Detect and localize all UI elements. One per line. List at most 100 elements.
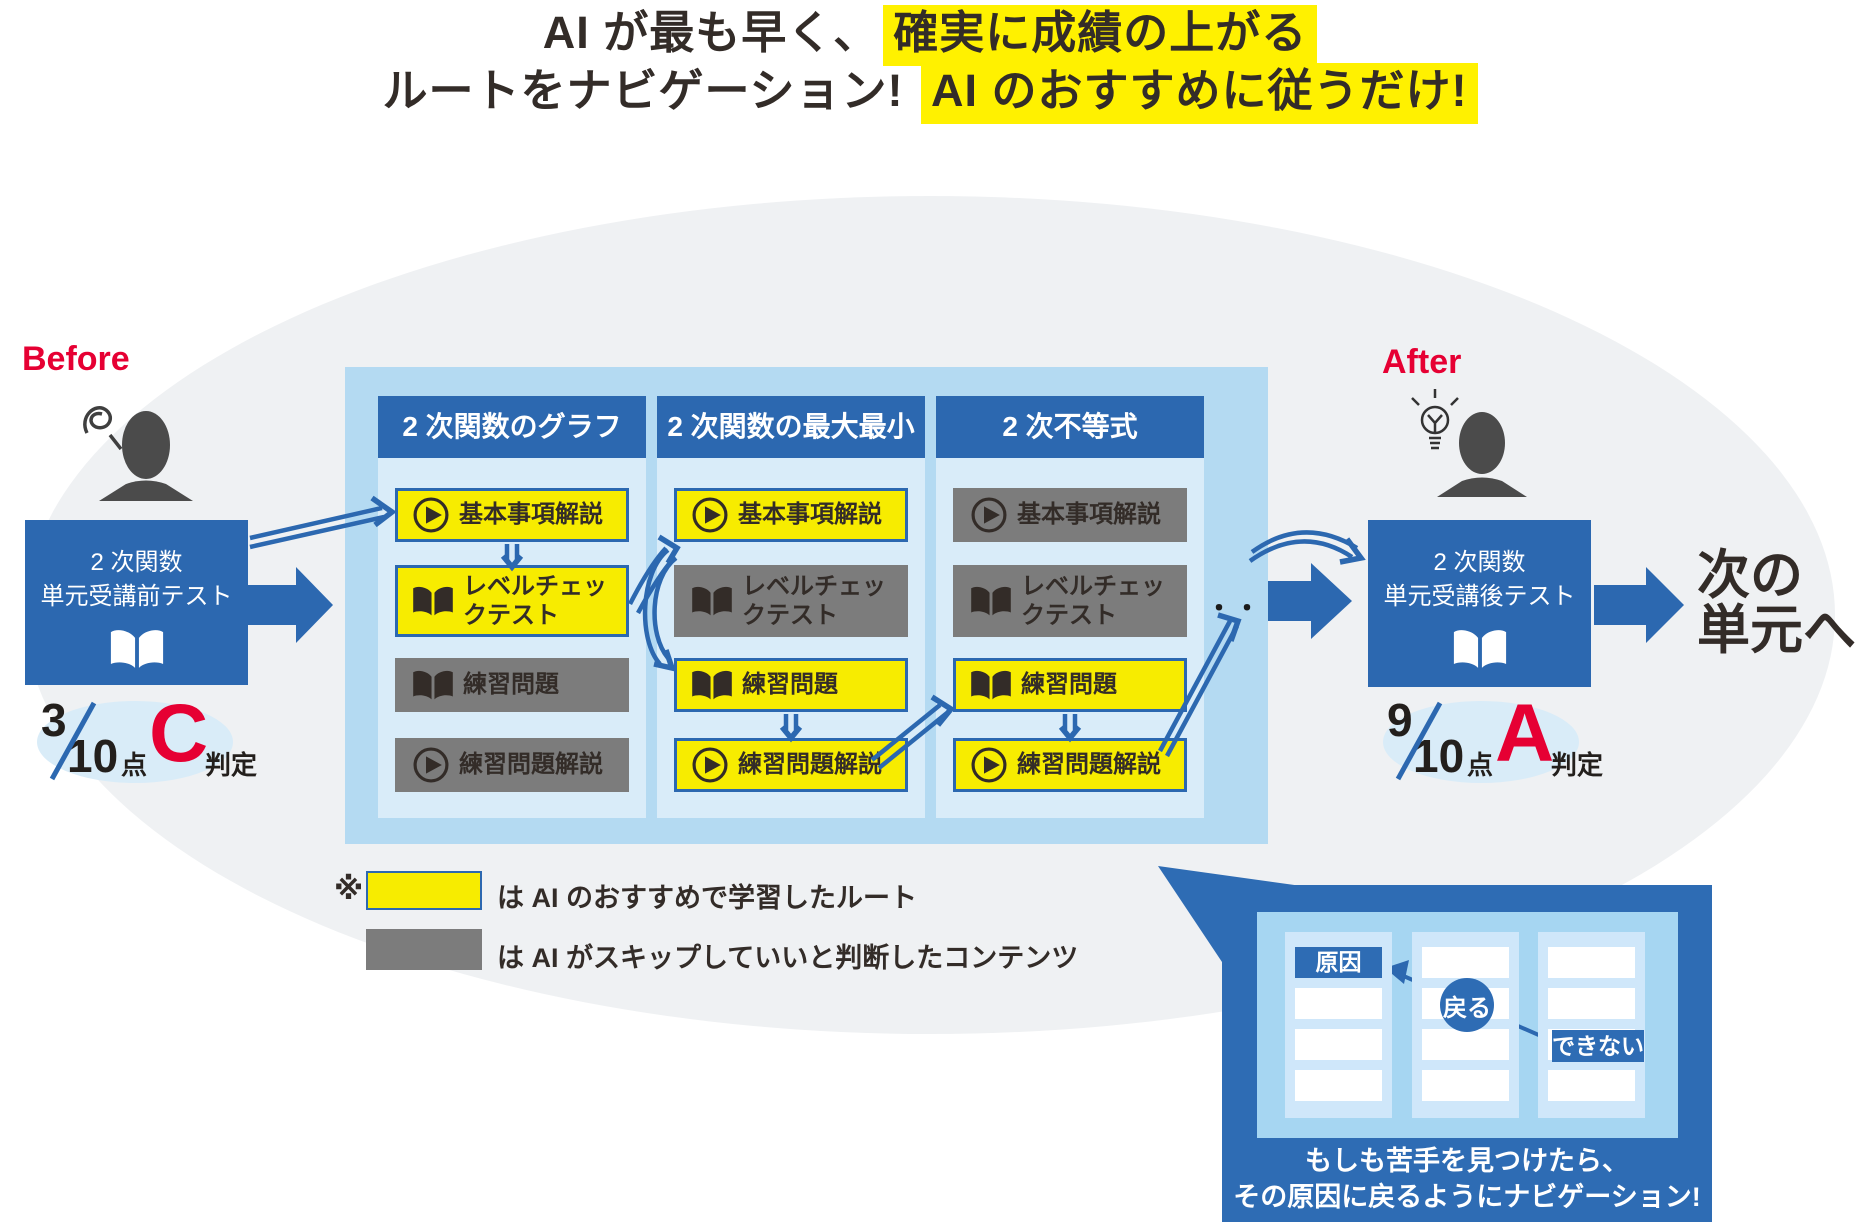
play-icon [969, 495, 1009, 535]
play-icon [969, 745, 1009, 785]
mini-row [1548, 947, 1635, 978]
content-item-label: 練習問題解説 [459, 751, 603, 779]
after-test-line2: 単元受講後テスト [1383, 583, 1576, 610]
content-item: 基本事項解説 [674, 488, 908, 542]
play-icon [411, 495, 451, 535]
after-grade-label: 判定 [1551, 750, 1604, 780]
next-unit-text: 次の 単元へ [1697, 548, 1856, 658]
before-score-bubble: 3 10 点 C 判定 [37, 688, 257, 783]
person-head [122, 411, 170, 479]
legend-skipped-label: は AI がスキップしていいと判断したコンテンツ [497, 943, 1079, 973]
confusion-scribble-icon [83, 406, 112, 434]
ellipsis-dots: ・・・ [1206, 593, 1291, 623]
before-test-line1: 2 次関数 [90, 549, 183, 576]
content-item: 練習問題 [395, 658, 629, 712]
title-line-2: ルートをナビゲーション! AI のおすすめに従うだけ! [0, 62, 1860, 124]
cause-box: 原因 [1295, 947, 1382, 978]
before-grade-label: 判定 [205, 750, 258, 780]
legend-recommended-swatch [366, 871, 482, 910]
book-icon [969, 669, 1013, 702]
unit-column-1-header: 2 次関数のグラフ [378, 396, 646, 458]
callout-caption: もしも苦手を見つけたら、 その原因に戻るようにナビゲーション! [1222, 1143, 1712, 1215]
unit-column-3-header: 2 次不等式 [936, 396, 1204, 458]
before-test-box: 2 次関数 単元受講前テスト [25, 520, 248, 685]
mini-row [1422, 947, 1509, 978]
mini-row [1422, 1070, 1509, 1101]
person-shoulders [1437, 477, 1527, 497]
mini-column-1: 原因 [1285, 932, 1392, 1118]
legend-skipped-swatch [366, 929, 482, 970]
back-badge: 戻る [1440, 978, 1494, 1032]
title-line2-text: ルートをナビゲーション! [382, 65, 918, 116]
content-item-label: レベルチェックテスト [1021, 572, 1165, 629]
content-item-label: 練習問題 [463, 671, 559, 699]
content-item: 練習問題解説 [953, 738, 1187, 792]
unit-column-1: 2 次関数のグラフ 基本事項解説 レベルチェックテスト 練習問題 練習問題解説 [378, 396, 646, 818]
after-score-unit: 点 [1467, 750, 1494, 780]
title-line1-text: AI が最も早く、 [542, 7, 880, 58]
navigation-callout: 原因 戻る できない もしも苦手を見つけたら、 その原因に戻るようにナビ [1222, 885, 1712, 1222]
book-icon [690, 669, 734, 702]
before-label: Before [22, 340, 130, 378]
content-item-label: 練習問題解説 [1017, 751, 1161, 779]
book-icon [1451, 628, 1509, 671]
title-line2-highlight: AI のおすすめに従うだけ! [921, 63, 1478, 124]
next-unit-line2: 単元へ [1697, 601, 1856, 660]
book-icon [411, 585, 455, 618]
play-icon [690, 495, 730, 535]
after-score-numerator: 9 [1387, 694, 1413, 746]
unit-column-3: 2 次不等式 基本事項解説 レベルチェックテスト 練習問題 練習問題解説 [936, 396, 1204, 818]
person-head [1459, 412, 1505, 474]
lightbulb-icon [1411, 389, 1459, 450]
content-item: レベルチェックテスト [395, 565, 629, 637]
content-item-label: 基本事項解説 [738, 501, 882, 529]
mini-row [1548, 1070, 1635, 1101]
content-item-label: レベルチェックテスト [742, 572, 886, 629]
unit-column-2-header: 2 次関数の最大最小 [657, 396, 925, 458]
after-label: After [1382, 343, 1462, 381]
unit-column-2: 2 次関数の最大最小 基本事項解説 レベルチェックテスト 練習問題 練習問題解説 [657, 396, 925, 818]
content-item-label: 練習問題 [742, 671, 838, 699]
after-score-bubble: 9 10 点 A 判定 [1383, 688, 1603, 783]
person-shoulders [99, 480, 193, 501]
book-icon [969, 585, 1013, 618]
before-test-line2: 単元受講前テスト [40, 583, 233, 610]
before-grade: C [149, 688, 209, 779]
mini-row [1422, 1029, 1509, 1060]
after-test-line1: 2 次関数 [1433, 549, 1526, 576]
legend-recommended-label: は AI のおすすめで学習したルート [497, 883, 918, 913]
content-item-label: 練習問題 [1021, 671, 1117, 699]
confused-student-icon [83, 406, 193, 501]
book-icon [690, 585, 734, 618]
content-item: レベルチェックテスト [953, 565, 1187, 637]
content-item-label: レベルチェックテスト [463, 572, 607, 629]
content-item: 基本事項解説 [953, 488, 1187, 542]
content-item: 基本事項解説 [395, 488, 629, 542]
mini-row [1295, 988, 1382, 1019]
mini-row [1295, 1070, 1382, 1101]
content-item-label: 練習問題解説 [738, 751, 882, 779]
content-item: 練習問題解説 [395, 738, 629, 792]
page-title: AI が最も早く、確実に成績の上がる ルートをナビゲーション! AI のおすすめ… [0, 4, 1860, 124]
play-icon [690, 745, 730, 785]
learning-map-container: 2 次関数のグラフ 基本事項解説 レベルチェックテスト 練習問題 練習問題解説 … [345, 367, 1268, 844]
callout-caption-line2: その原因に戻るようにナビゲーション! [1233, 1182, 1701, 1212]
title-line-1: AI が最も早く、確実に成績の上がる [0, 4, 1860, 66]
before-score-unit: 点 [121, 750, 148, 780]
mini-column-3 [1538, 932, 1645, 1118]
content-item: レベルチェックテスト [674, 565, 908, 637]
content-item-label: 基本事項解説 [459, 501, 603, 529]
book-icon [108, 628, 166, 671]
after-test-box: 2 次関数 単元受講後テスト [1368, 520, 1591, 687]
before-score-denominator: 10 [67, 730, 119, 782]
content-item: 練習問題解説 [674, 738, 908, 792]
content-item-label: 基本事項解説 [1017, 501, 1161, 529]
mini-row [1295, 1029, 1382, 1060]
after-grade: A [1495, 688, 1555, 779]
legend-note-mark: ※ [334, 873, 364, 906]
before-score-numerator: 3 [41, 694, 67, 746]
after-score-denominator: 10 [1413, 730, 1465, 782]
cannot-badge: できない [1552, 1030, 1644, 1062]
book-icon [411, 669, 455, 702]
